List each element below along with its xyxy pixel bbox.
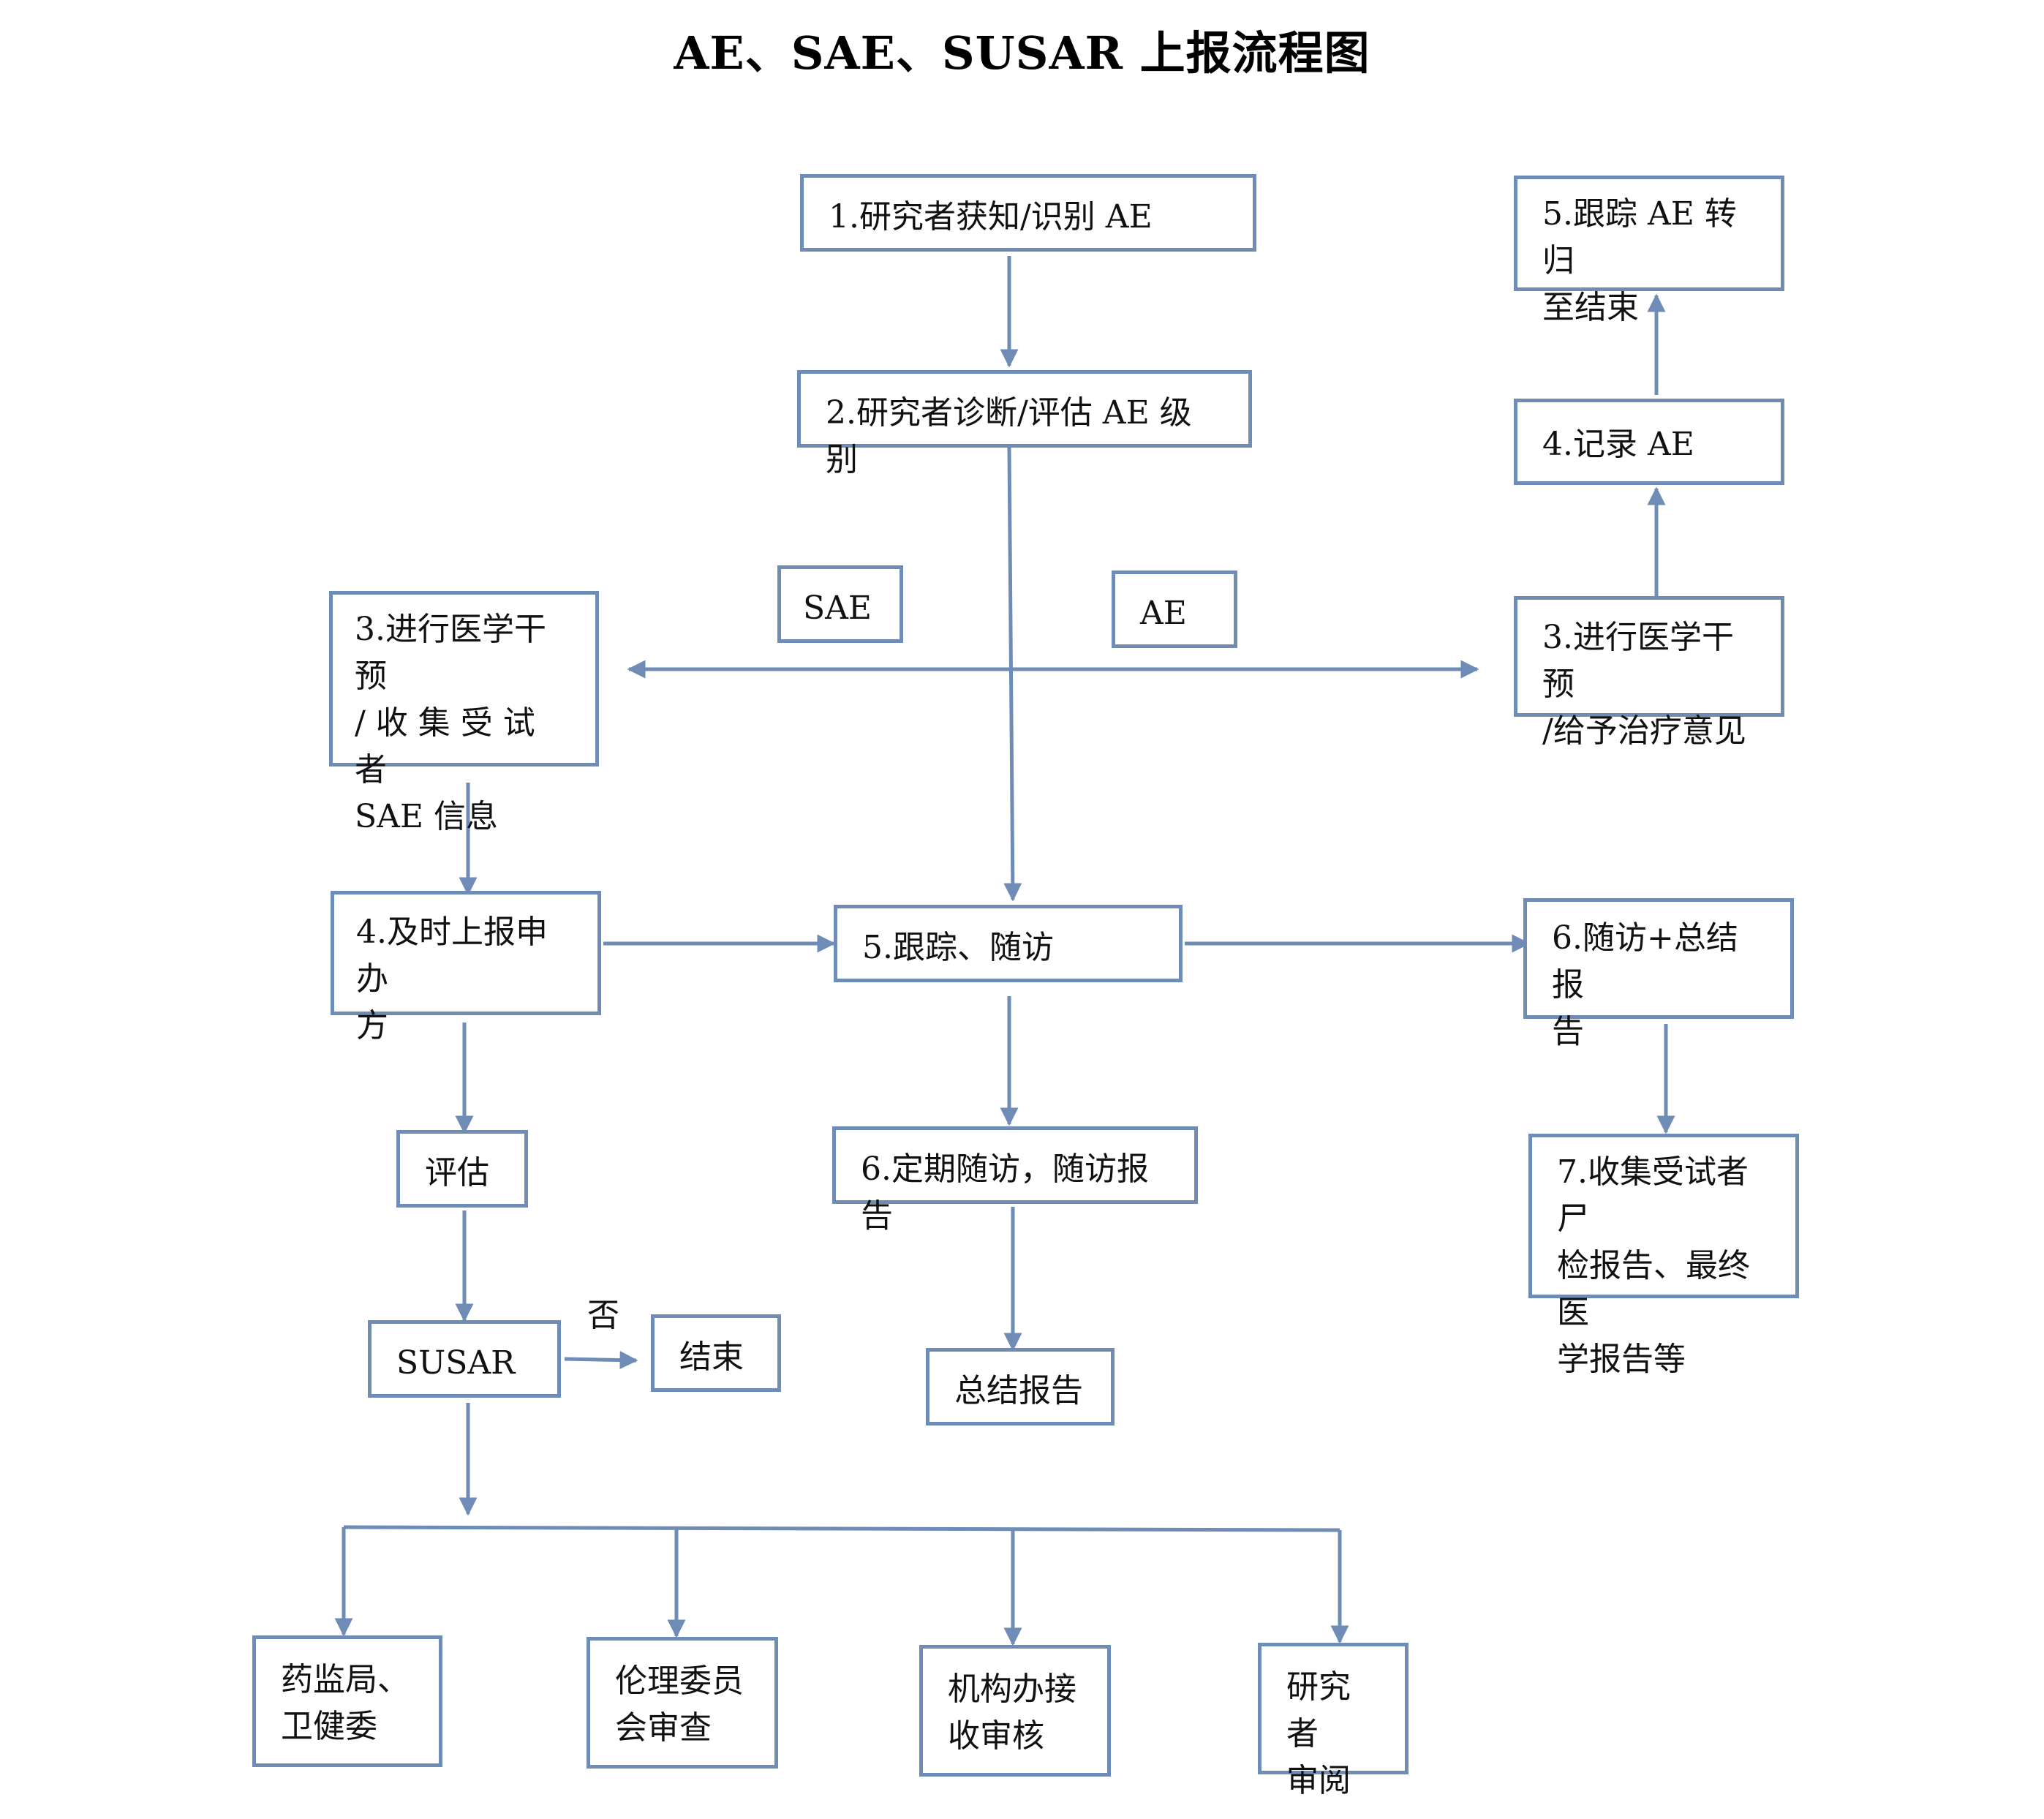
node-diagnose-ae: 2.研究者诊断/评估 AE 级别 (797, 370, 1252, 478)
node-identify-ae: 1.研究者获知/识别 AE (800, 174, 1256, 252)
node-institution-review: 机构办接 收审核 (919, 1645, 1111, 1777)
node-summary-report: 总结报告 (926, 1348, 1115, 1426)
node-fda-health: 药监局、 卫健委 (252, 1635, 442, 1767)
node-sae-intervene: 3.进行医学干预 / 收 集 受 试 者 SAE 信息 (329, 591, 599, 835)
node-followup-summary: 6.随访+总结报 告 (1523, 898, 1794, 1050)
arrow-diagnose-to-track (1003, 447, 1022, 902)
node-ae-intervene: 3.进行医学干预 /给予治疗意见 (1514, 596, 1784, 750)
node-assess: 评估 (396, 1130, 528, 1208)
page-title: AE、SAE、SUSAR 上报流程图 (674, 26, 1370, 80)
node-investigator-review: 研究者 审阅 (1258, 1643, 1408, 1799)
node-track-followup: 5.跟踪、随访 (834, 905, 1183, 982)
node-susar: SUSAR (368, 1320, 561, 1398)
distribution-bar (343, 1525, 1340, 1532)
node-record-ae: 4.记录 AE (1514, 399, 1784, 485)
node-collect-autopsy: 7.收集受试者尸 检报告、最终医 学报告等 (1528, 1134, 1799, 1378)
node-report-sponsor: 4.及时上报申办 方 (331, 891, 601, 1044)
arrow-susar-to-end (564, 1351, 638, 1370)
label-no: 否 (587, 1297, 619, 1334)
node-track-ae-end: 5.跟踪 AE 转归 至结束 (1514, 176, 1784, 326)
node-periodic-followup: 6.定期随访，随访报告 (832, 1126, 1198, 1235)
node-sae-label: SAE (777, 565, 903, 643)
node-ethics-review: 伦理委员 会审查 (587, 1637, 778, 1769)
node-end: 结束 (651, 1314, 781, 1392)
node-ae-label: AE (1112, 570, 1237, 648)
